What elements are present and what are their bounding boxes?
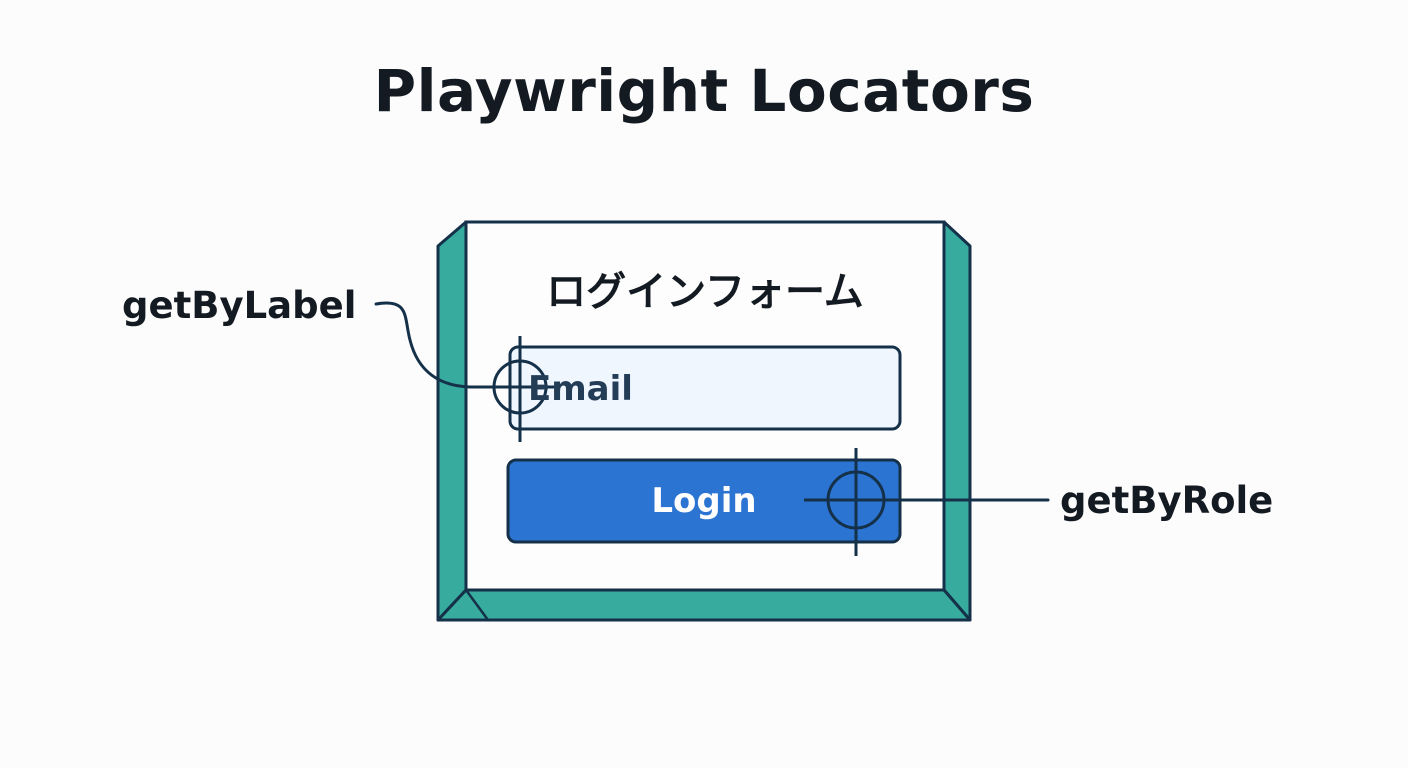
email-field-label: Email	[528, 369, 633, 409]
frame-left-bevel	[436, 220, 468, 622]
crosshair-icon	[804, 448, 886, 556]
crosshair-icon	[492, 336, 560, 442]
annotation-get-by-label: getByLabel	[122, 284, 357, 327]
frame-bottom-crease	[464, 589, 490, 621]
form-heading: ログインフォーム	[546, 269, 864, 315]
leader-line-left	[374, 301, 522, 389]
annotation-get-by-role: getByRole	[1060, 479, 1274, 522]
frame-right-bevel	[942, 220, 972, 622]
login-button-label: Login	[651, 481, 757, 521]
frame-bottom-bevel	[436, 588, 972, 622]
diagram-title: Playwright Locators	[373, 57, 1035, 125]
